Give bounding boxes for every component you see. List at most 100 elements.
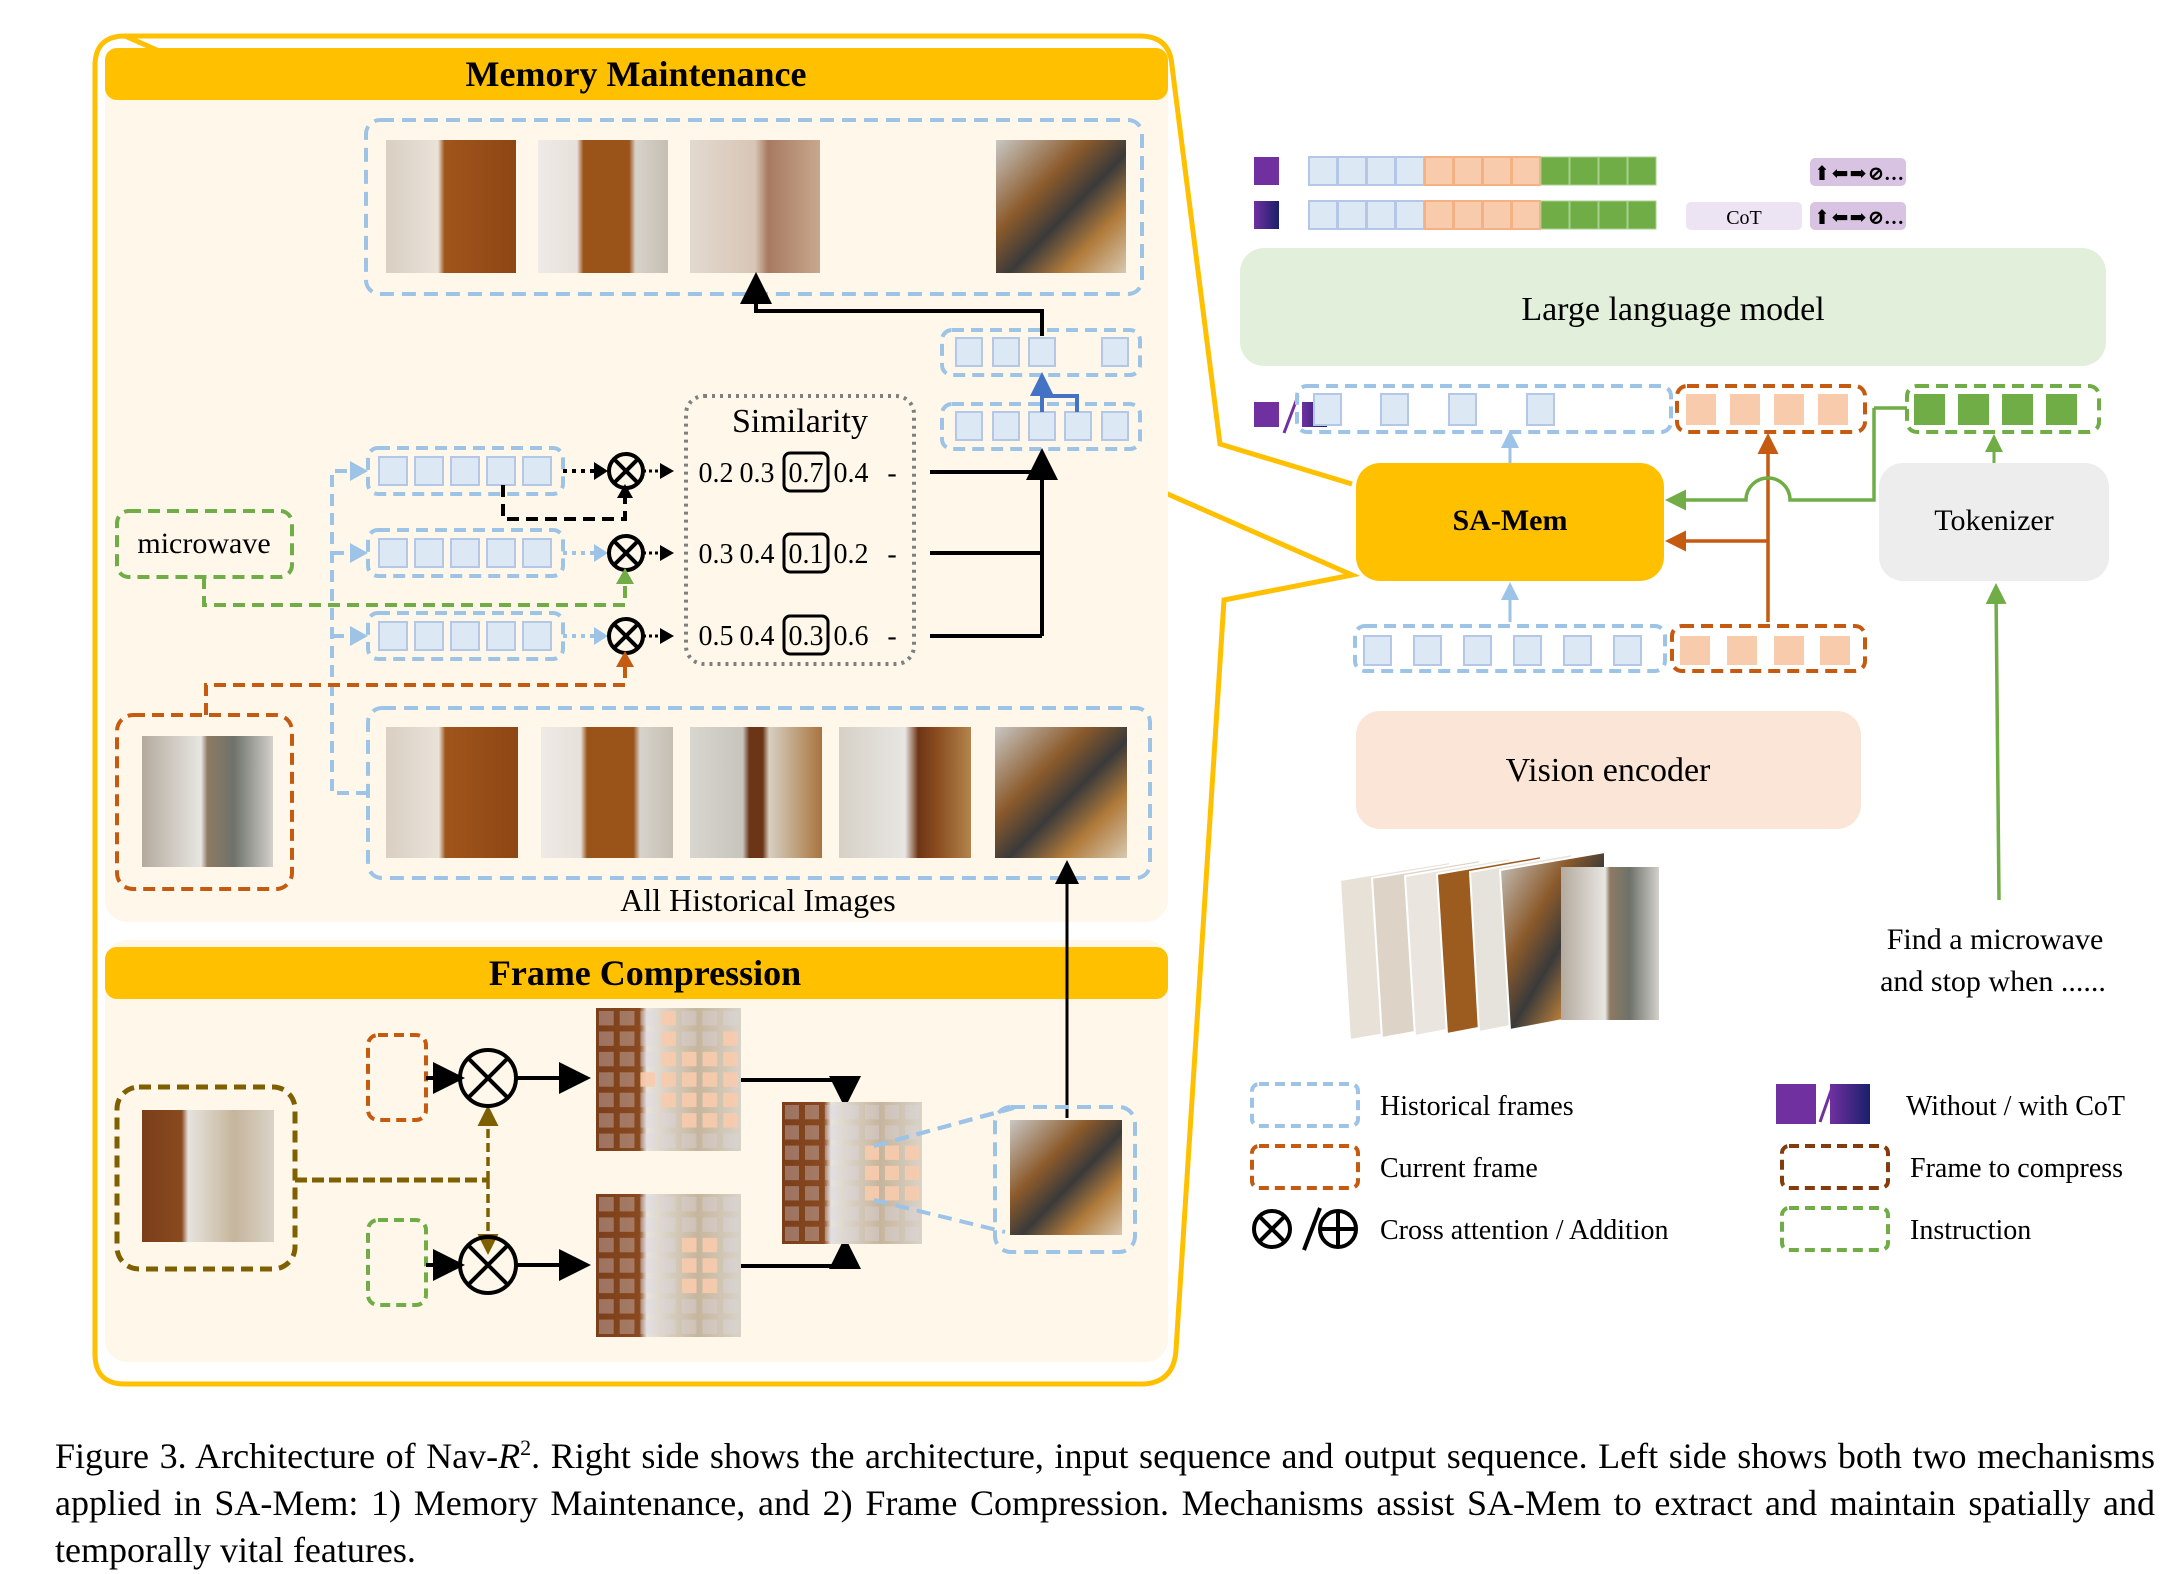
- attention-cell: [805, 1145, 819, 1160]
- current-token: [1774, 636, 1804, 665]
- attention-cell: [619, 1299, 635, 1314]
- caption-math-sup: 2: [520, 1435, 532, 1460]
- projection-bottom: [873, 1198, 1006, 1234]
- attention-cell: [845, 1165, 859, 1181]
- attention-cell: [865, 1105, 879, 1120]
- similarity-value: 0.2: [699, 458, 734, 489]
- cot-mode-indicator: [1254, 157, 1279, 185]
- stop-icon: ⊘: [1868, 207, 1885, 229]
- history-image-3: [690, 727, 822, 858]
- history-token: [1413, 635, 1442, 666]
- attention-cell-high: [723, 1072, 738, 1087]
- attention-cell-high: [885, 1165, 899, 1181]
- instruction-token: [1540, 156, 1570, 186]
- attention-cell: [619, 1051, 635, 1067]
- attention-cell: [599, 1031, 614, 1046]
- instruction-token: [1569, 200, 1599, 230]
- history-token: [1337, 156, 1367, 186]
- current-frame-link: [204, 663, 627, 715]
- similarity-value: 0.6: [834, 621, 869, 652]
- history-token: [1526, 393, 1555, 426]
- attention-cell: [661, 1237, 676, 1253]
- current-token: [1424, 156, 1454, 186]
- arrowhead: [660, 628, 674, 644]
- caption-prefix: Figure 3. Architecture of Nav-: [55, 1436, 499, 1476]
- history-token: [378, 621, 408, 651]
- cot-block: [1686, 202, 1802, 230]
- attention-cell: [599, 1072, 614, 1087]
- instruction-link: [202, 577, 627, 607]
- slash-divider: [1302, 1207, 1322, 1251]
- attention-cell: [702, 1133, 718, 1148]
- similarity-to-update-lines: [930, 448, 1058, 638]
- attention-cell-high: [865, 1145, 879, 1160]
- attention-cell: [723, 1217, 738, 1232]
- history-token: [486, 456, 516, 486]
- attention-cell: [885, 1125, 899, 1140]
- current-frame-arrowhead: [616, 651, 634, 667]
- memory-maintenance-title: Memory Maintenance: [466, 54, 807, 94]
- query-arrowhead: [617, 484, 633, 498]
- instruction-to-samem-arrow: [1665, 408, 1876, 511]
- without-cot-swatch: [1776, 1084, 1816, 1124]
- history-token: [1395, 200, 1425, 230]
- legend-item: Current frame: [1250, 1144, 1538, 1190]
- instruction-token: [1627, 200, 1657, 230]
- attention-cell: [599, 1237, 614, 1253]
- current-token: [1511, 156, 1541, 186]
- attention-cell: [702, 1217, 718, 1232]
- history-token: [450, 456, 480, 486]
- attention-cell: [619, 1113, 635, 1128]
- ellipsis-icon: …: [1884, 207, 1904, 229]
- attention-cell-high: [681, 1113, 697, 1128]
- attention-cell: [885, 1105, 899, 1120]
- attention-cell: [845, 1145, 859, 1160]
- current-token: [1424, 200, 1454, 230]
- figure-caption: Figure 3. Architecture of Nav-R2. Right …: [55, 1424, 2155, 1574]
- attention-cell: [785, 1226, 799, 1241]
- attention-cell: [805, 1226, 819, 1241]
- llm-block: [1240, 248, 2106, 366]
- attention-cell-high: [723, 1092, 738, 1108]
- attention-cell: [619, 1278, 635, 1294]
- with-cot-swatch: [1830, 1084, 1870, 1124]
- all-historical-images-label: All Historical Images: [620, 882, 895, 918]
- attention-cell-high: [702, 1092, 718, 1108]
- instruction-token-box: [366, 1218, 428, 1307]
- legend-label: Without / with CoT: [1906, 1091, 2125, 1122]
- caption-rest: . Right side shows the architecture, inp…: [55, 1436, 2155, 1570]
- attention-cell: [845, 1186, 859, 1201]
- history-token: [414, 621, 444, 651]
- attention-cell: [905, 1105, 919, 1120]
- attention-cell: [805, 1125, 819, 1140]
- current-token: [1820, 636, 1850, 665]
- attention-cell: [825, 1226, 839, 1241]
- instruction-text-line2: and stop when ......: [1880, 965, 2106, 998]
- attention-cell: [785, 1186, 799, 1201]
- similarity-trailing: -: [887, 621, 896, 652]
- attention-cell: [599, 1113, 614, 1128]
- attention-cell: [805, 1206, 819, 1221]
- instruction-keyword: microwave: [137, 527, 270, 560]
- cross-attention-icon: [458, 1048, 518, 1108]
- current-token: [1453, 200, 1483, 230]
- attention-cell-high: [661, 1011, 676, 1026]
- left-panel-outline: [92, 33, 1361, 1387]
- attention-cell: [825, 1165, 839, 1181]
- attention-cell: [661, 1113, 676, 1128]
- output-sequence-row: ⬆⬅➡⊘…: [1254, 156, 1906, 186]
- similarity-value: 0.4: [834, 458, 869, 489]
- fc-merge-top: [741, 1076, 861, 1108]
- attention-cell: [599, 1092, 614, 1108]
- left-arrow-icon: ⬅: [1832, 163, 1849, 185]
- current-frame-image: [142, 736, 273, 867]
- attention-cell: [640, 1133, 656, 1148]
- similarity-box: [684, 394, 916, 666]
- attention-cell-high: [681, 1051, 697, 1067]
- attention-cell-high: [865, 1186, 879, 1201]
- history-token: [1337, 200, 1367, 230]
- similarity-value: 0.2: [834, 539, 869, 570]
- attention-cell: [681, 1011, 697, 1026]
